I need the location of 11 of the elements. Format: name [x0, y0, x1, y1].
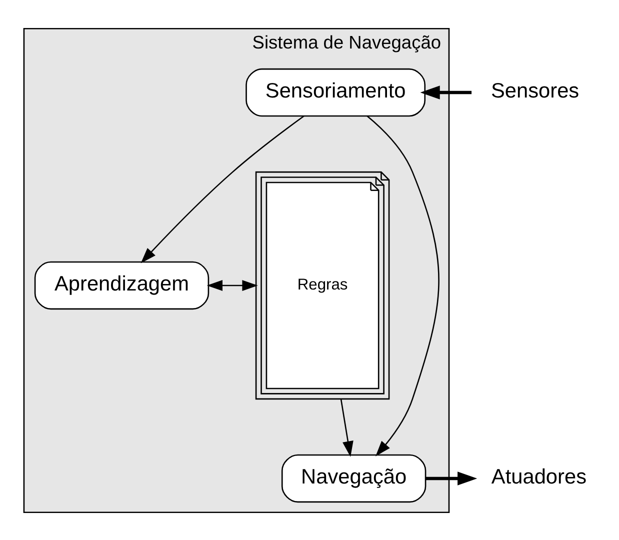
arrow	[140, 114, 304, 263]
arrow	[426, 471, 478, 485]
node-text: Sensores	[490, 78, 580, 102]
arrow	[366, 115, 440, 456]
node-box: Sensoriamento	[246, 68, 426, 116]
arrow	[206, 280, 258, 290]
node-text: Atuadores	[491, 464, 587, 488]
node-box: Navegação	[281, 454, 426, 502]
arrow	[340, 398, 354, 456]
node-box: Aprendizagem	[34, 260, 210, 310]
arrow	[420, 85, 472, 99]
